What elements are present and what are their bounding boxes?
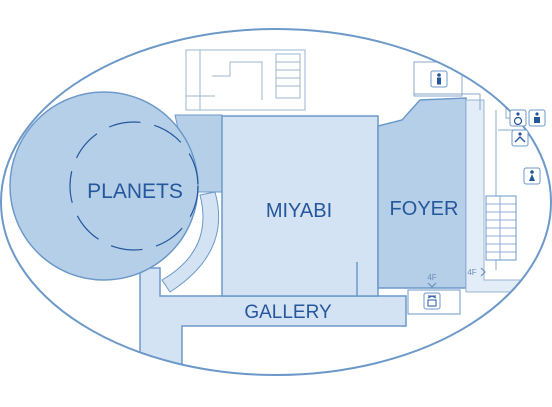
gallery-label: GALLERY	[244, 302, 332, 323]
elevator-arrow-icon	[427, 282, 437, 288]
corridor-floor-marker: 4F	[467, 268, 476, 277]
male-restroom-icon[interactable]	[430, 70, 448, 88]
floor-outline	[0, 28, 552, 376]
stairs-icon	[485, 195, 517, 261]
east-corridor	[465, 99, 551, 293]
female-restroom-icon[interactable]	[523, 167, 541, 185]
planets-label: PLANETS	[87, 180, 183, 203]
nursing-room-icon[interactable]	[528, 109, 546, 127]
planets-walkway	[161, 191, 220, 293]
foyer-label: FOYER	[390, 198, 459, 220]
miyabi-label: MIYABI	[266, 200, 332, 222]
accessible-restroom-icon[interactable]	[509, 109, 527, 127]
planets-room[interactable]	[9, 91, 199, 281]
corridor-arrow-icon	[480, 267, 486, 277]
service-area-lines	[185, 49, 306, 111]
foyer-room[interactable]	[377, 97, 467, 289]
elevator-floor-marker: 4F	[427, 273, 436, 282]
miyabi-room[interactable]	[221, 115, 379, 297]
elevator-icon[interactable]	[423, 292, 441, 310]
baby-changing-icon[interactable]	[511, 129, 529, 147]
